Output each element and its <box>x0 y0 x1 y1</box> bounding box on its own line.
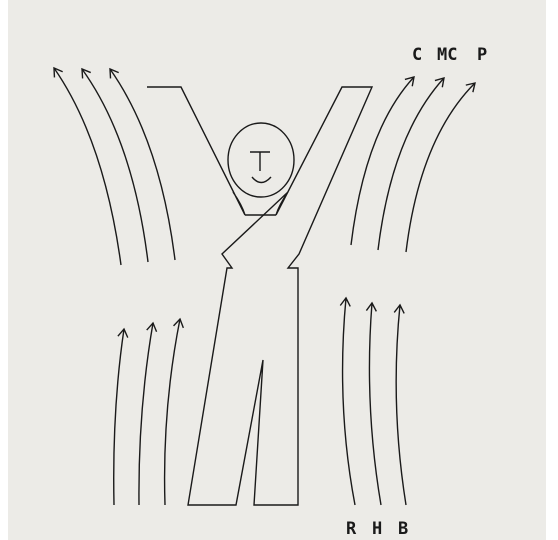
arrow-lower-right-h <box>369 303 381 505</box>
arrow-lower-left-1 <box>114 329 124 505</box>
label-r: R <box>346 519 357 539</box>
arrow-lower-right-b <box>396 305 406 505</box>
face-mouth <box>252 177 271 183</box>
arrow-lower-left-3 <box>165 319 180 505</box>
arrow-lower-left-2 <box>139 323 153 505</box>
body-outline <box>147 87 372 505</box>
arrow-upper-right-p <box>406 83 475 252</box>
label-c: C <box>412 45 422 65</box>
label-p: P <box>477 45 487 65</box>
label-mc: MC <box>437 45 457 65</box>
arrow-upper-left-3 <box>110 69 175 260</box>
label-b: B <box>398 519 408 539</box>
arrow-upper-left-1 <box>54 68 121 265</box>
head <box>228 123 294 197</box>
label-h: H <box>372 519 382 539</box>
arrow-upper-left-2 <box>82 69 148 262</box>
arrow-lower-right-r <box>343 298 355 505</box>
arrow-upper-right-mc <box>378 78 444 250</box>
